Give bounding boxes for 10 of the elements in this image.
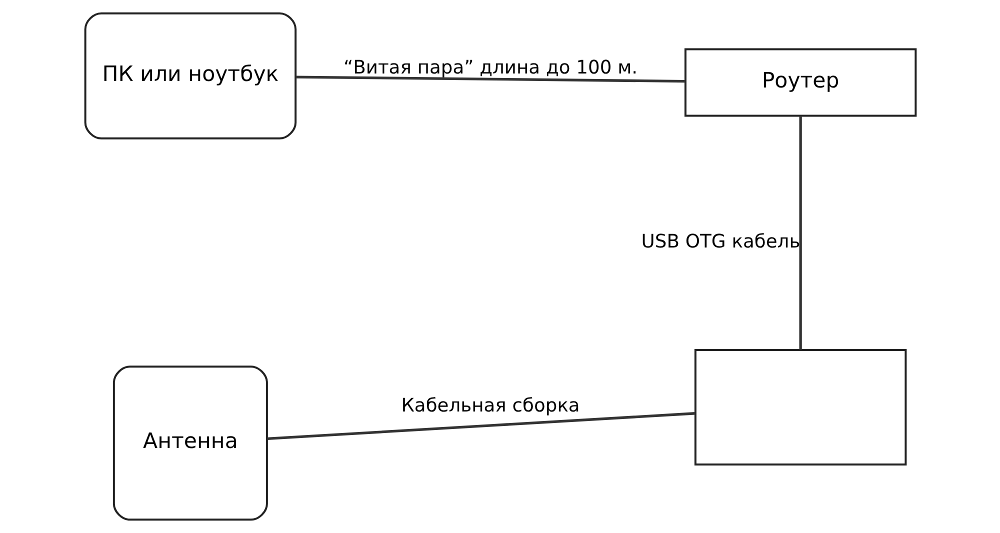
node-box: ПК или ноутбук [84,12,296,140]
node-box: Антенна [112,366,268,521]
connector [266,412,695,440]
edge-label: USB OTG кабель [640,232,800,253]
edge-label: “Витая пара” длина до 100 м. [342,57,638,78]
node-box: Роутер [684,48,916,117]
connector [295,76,685,83]
connector [798,116,802,350]
node-box [694,349,906,466]
edge-label: Кабельная сборка [400,395,580,416]
